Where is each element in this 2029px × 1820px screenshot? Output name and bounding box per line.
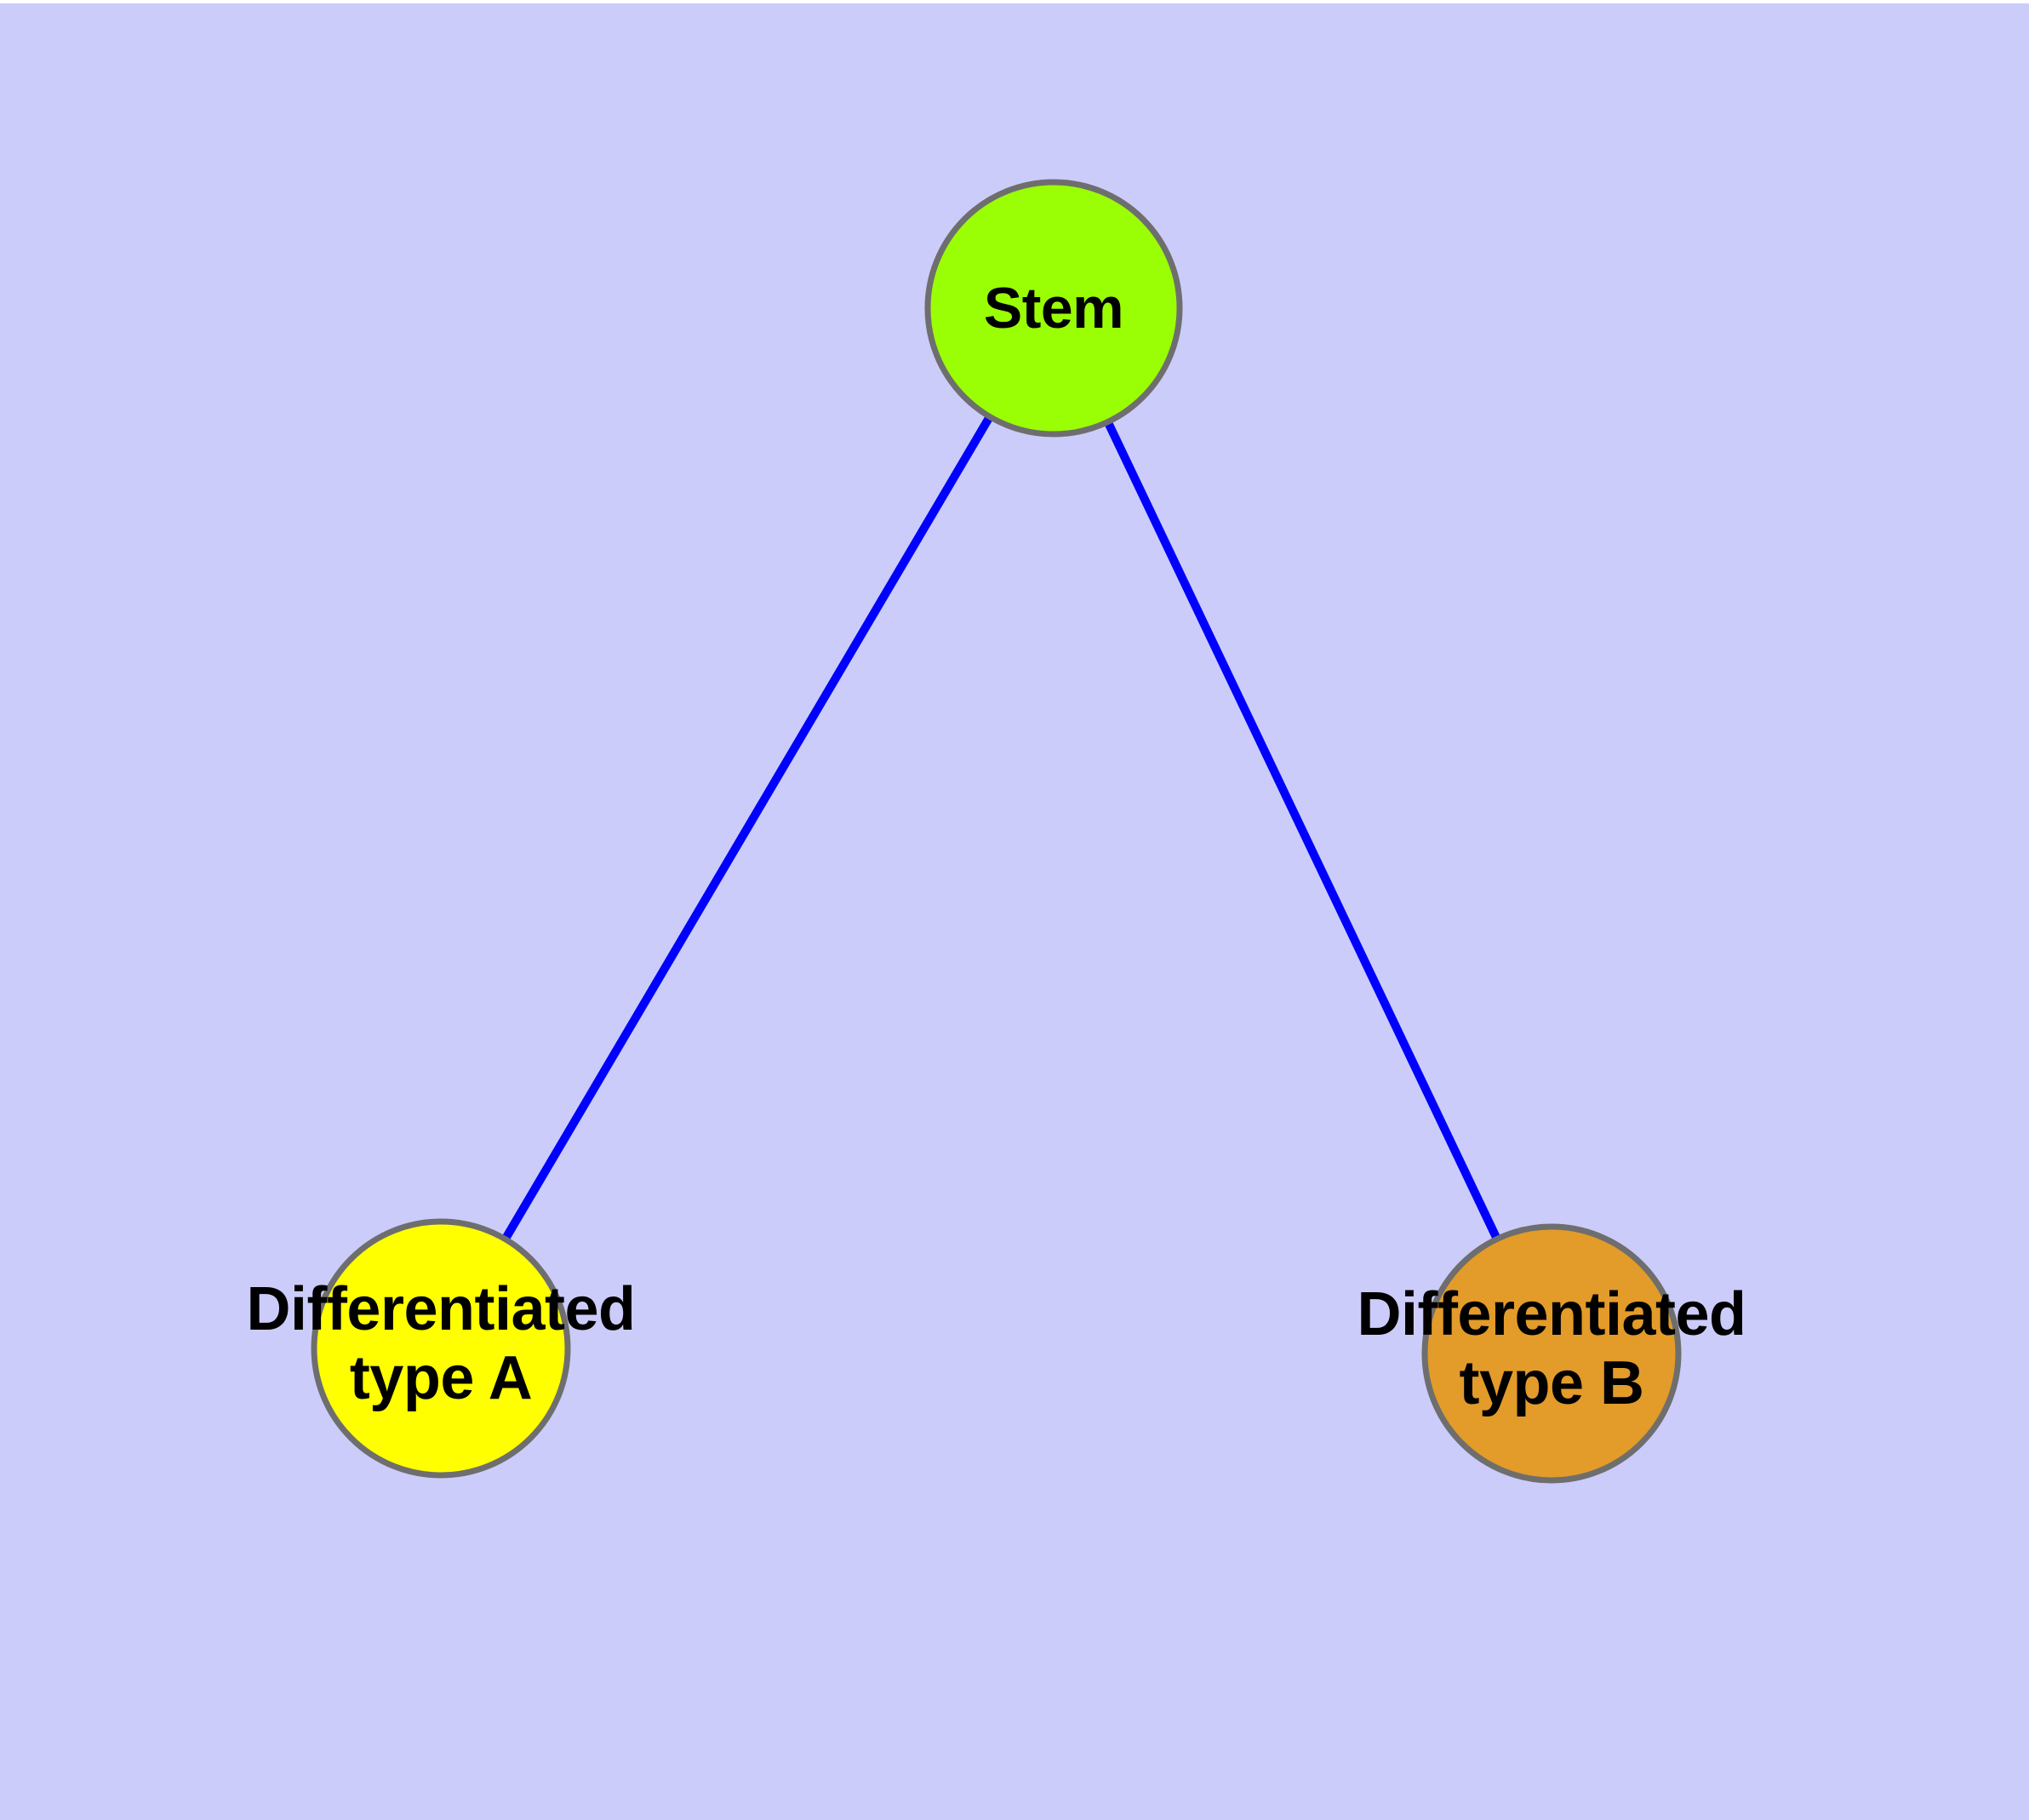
edge-layer: [437, 306, 1556, 1356]
node-stem[interactable]: [924, 179, 1183, 438]
node-differentiated-type-b[interactable]: [1421, 1223, 1682, 1484]
node-differentiated-type-a[interactable]: [311, 1218, 571, 1479]
edge-stem-to-differentiated-type-a: [437, 306, 1058, 1351]
node-layer: [311, 179, 1682, 1484]
edge-stem-to-differentiated-type-b: [1049, 306, 1556, 1356]
